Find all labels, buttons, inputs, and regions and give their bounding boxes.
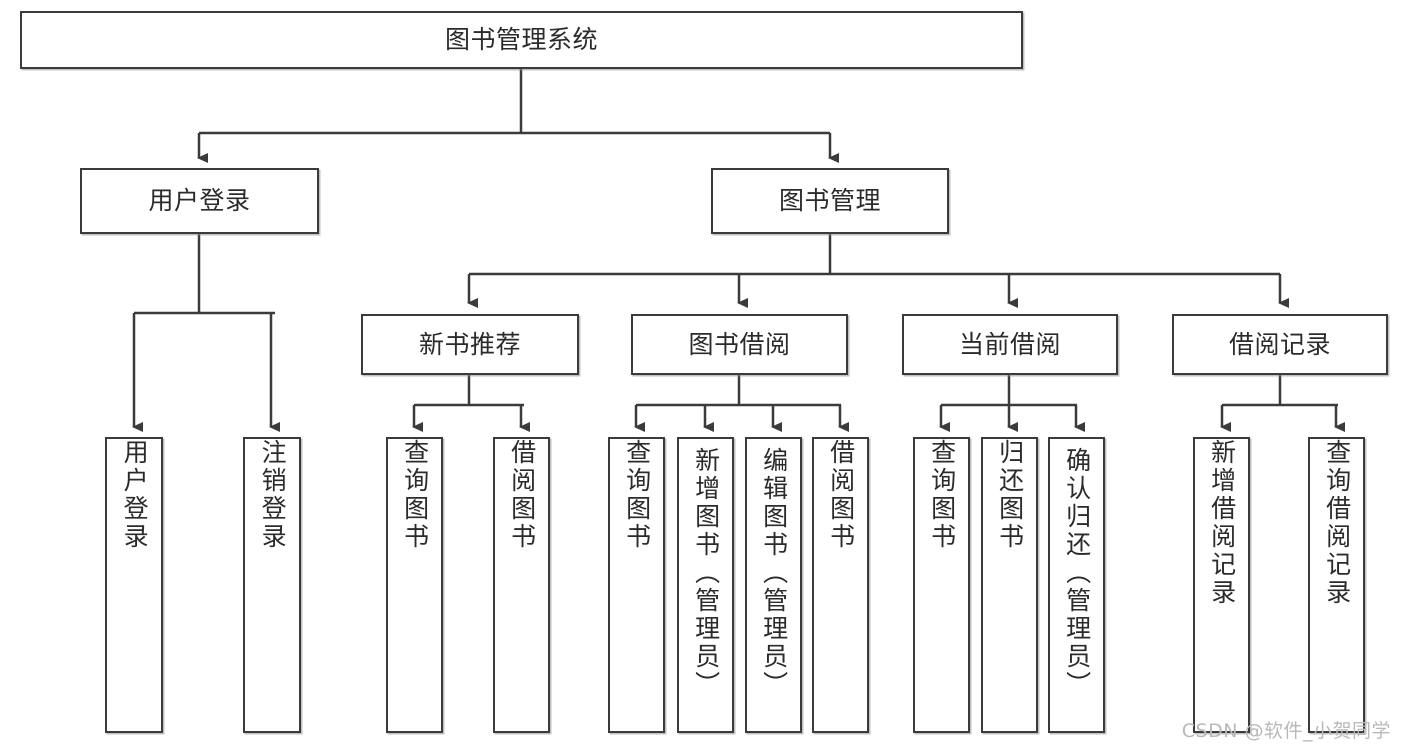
node-label: 借阅记录 — [1228, 329, 1331, 359]
node-new-book-rec[interactable]: 新书推荐 — [361, 314, 579, 375]
node-label: 注销登录 — [258, 439, 288, 551]
node-label: 确认归还（管理员） — [1062, 447, 1092, 699]
node-label: 图书管理系统 — [444, 25, 598, 55]
node-label: 图书借阅 — [688, 329, 791, 359]
node-leaf-query-book-3[interactable]: 查询图书 — [913, 437, 970, 733]
node-leaf-edit-book[interactable]: 编辑图书（管理员） — [745, 437, 802, 733]
node-label: 归还图书 — [995, 439, 1025, 551]
node-label: 新增图书（管理员） — [691, 447, 721, 699]
node-root-system[interactable]: 图书管理系统 — [20, 11, 1023, 69]
node-book-borrow[interactable]: 图书借阅 — [631, 314, 848, 375]
node-borrow-record[interactable]: 借阅记录 — [1172, 314, 1388, 375]
node-label: 当前借阅 — [958, 329, 1061, 359]
node-label: 查询图书 — [622, 439, 652, 551]
node-label: 新书推荐 — [418, 329, 521, 359]
node-label: 查询图书 — [927, 439, 957, 551]
node-leaf-query-book-1[interactable]: 查询图书 — [386, 437, 443, 733]
node-leaf-user-login[interactable]: 用户登录 — [105, 437, 163, 733]
node-label: 新增借阅记录 — [1207, 439, 1237, 607]
node-leaf-borrow-book-1[interactable]: 借阅图书 — [493, 437, 550, 733]
node-leaf-borrow-book-2[interactable]: 借阅图书 — [812, 437, 869, 733]
node-label: 借阅图书 — [507, 439, 537, 551]
node-label: 借阅图书 — [826, 439, 856, 551]
node-leaf-query-book-2[interactable]: 查询图书 — [608, 437, 665, 733]
watermark-text: CSDN @软件_小贺同学 — [1181, 720, 1391, 742]
node-label: 编辑图书（管理员） — [759, 447, 789, 699]
node-label: 查询借阅记录 — [1322, 439, 1352, 607]
node-leaf-query-record[interactable]: 查询借阅记录 — [1308, 437, 1365, 733]
node-label: 用户登录 — [148, 186, 251, 216]
node-user-login[interactable]: 用户登录 — [80, 168, 319, 234]
node-label: 查询图书 — [400, 439, 430, 551]
node-leaf-add-book[interactable]: 新增图书（管理员） — [677, 437, 734, 733]
node-leaf-confirm-return[interactable]: 确认归还（管理员） — [1048, 437, 1105, 733]
node-leaf-logout[interactable]: 注销登录 — [243, 437, 301, 733]
node-leaf-return-book[interactable]: 归还图书 — [981, 437, 1038, 733]
node-leaf-add-record[interactable]: 新增借阅记录 — [1193, 437, 1250, 733]
node-label: 用户登录 — [120, 439, 150, 551]
node-label: 图书管理 — [778, 186, 881, 216]
node-book-manage[interactable]: 图书管理 — [711, 168, 949, 234]
node-current-borrow[interactable]: 当前借阅 — [902, 314, 1118, 375]
